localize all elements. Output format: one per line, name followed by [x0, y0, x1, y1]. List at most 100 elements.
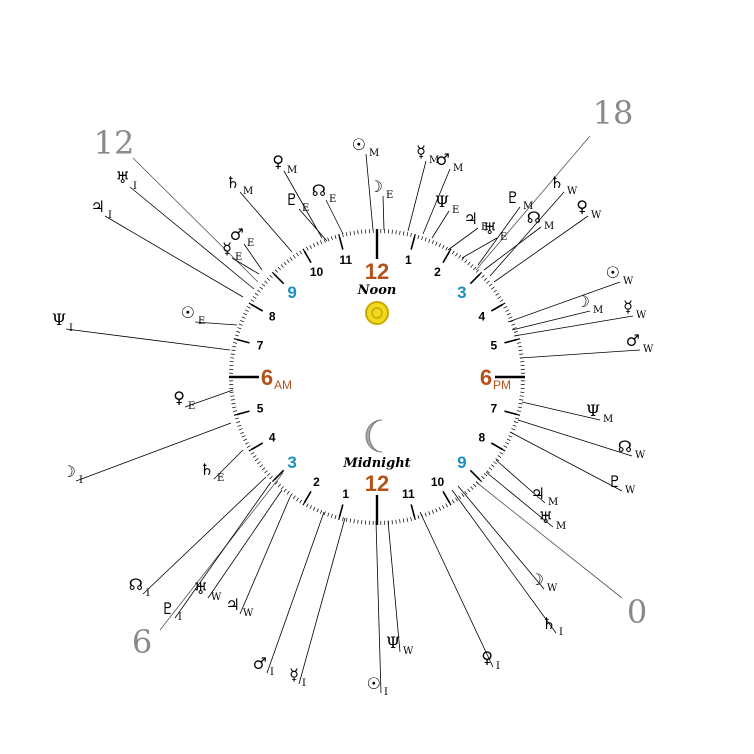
minute-tick: [486, 470, 490, 474]
corner-number: 6: [132, 623, 152, 661]
planet-symbol: ☿: [623, 297, 633, 316]
planet-label-uranus-i: ♅I: [116, 168, 137, 192]
planet-leader-line: [129, 186, 255, 290]
minute-tick: [244, 442, 249, 445]
minute-tick: [467, 261, 471, 266]
minute-tick: [445, 246, 448, 251]
planet-leader-line: [194, 321, 238, 326]
minute-tick: [233, 342, 238, 344]
planet-label-moon-e: ☽E: [369, 177, 394, 201]
planet-symbol: ♃: [226, 595, 240, 614]
hour-tick: [490, 442, 503, 451]
hour-label: 1: [405, 253, 412, 267]
planet-subscript: E: [386, 190, 393, 201]
minute-tick: [495, 458, 500, 462]
minute-tick: [237, 327, 242, 330]
minute-tick: [509, 320, 514, 323]
planet-symbol: ♀: [173, 388, 185, 407]
minute-tick: [438, 506, 442, 511]
minute-tick: [250, 299, 255, 303]
am-number: 6: [261, 365, 273, 390]
minute-tick: [481, 475, 485, 480]
planet-subscript: I: [146, 588, 150, 599]
minute-tick: [266, 473, 271, 477]
hour-tick: [410, 504, 416, 518]
planet-subscript: M: [287, 165, 297, 176]
planet-leader-line: [387, 520, 401, 653]
hour-tick: [338, 236, 344, 250]
minute-tick: [428, 511, 431, 516]
hour-label: 8: [478, 431, 485, 445]
midnight-label: Midnight: [342, 456, 410, 471]
planet-leader-line: [513, 315, 634, 337]
planet-symbol: ♅: [116, 168, 130, 187]
minute-tick: [283, 261, 287, 266]
minute-tick: [410, 233, 412, 238]
minute-tick: [316, 241, 319, 246]
minute-tick: [506, 438, 511, 442]
planet-leader-line: [382, 195, 385, 231]
planet-leader-line: [521, 401, 601, 421]
minute-tick: [516, 342, 521, 344]
planet-symbol: ♂: [230, 225, 244, 244]
planet-symbol: ☽: [576, 292, 590, 311]
planet-symbol: ♅: [194, 579, 208, 598]
planet-subscript: W: [591, 210, 602, 221]
minute-tick: [237, 424, 242, 427]
planet-leader-line: [184, 389, 234, 408]
planet-label-saturn-e: ♄E: [200, 460, 225, 484]
planet-leader-line: [489, 191, 565, 277]
minute-tick: [269, 475, 273, 480]
minute-tick: [438, 243, 442, 248]
minute-tick: [264, 470, 268, 474]
minute-tick: [464, 259, 468, 263]
planet-label-node-m: ☊M: [527, 208, 554, 232]
hour-tick: [504, 410, 518, 416]
planet-leader-line: [65, 328, 231, 351]
planet-label-moon-w: ☽W: [530, 570, 558, 594]
minute-tick: [349, 518, 352, 523]
minute-tick: [277, 266, 281, 271]
planet-leader-line: [213, 449, 244, 480]
planet-symbol: ♃: [464, 209, 478, 228]
planet-label-mercury-m: ☿M: [416, 142, 439, 166]
minute-tick: [445, 503, 448, 508]
midnight-number: 12: [365, 471, 389, 496]
minute-tick: [238, 323, 243, 326]
minute-tick: [320, 509, 323, 514]
minute-tick: [240, 431, 245, 434]
planet-symbol: ♀: [272, 152, 284, 171]
planet-label-mars-i: ♂I: [253, 654, 274, 678]
minute-tick: [234, 417, 240, 420]
hour-tick: [303, 251, 312, 264]
minute-tick: [499, 451, 504, 455]
hour-label: 3: [287, 453, 296, 472]
planet-symbol: ♀: [576, 197, 588, 216]
minute-tick: [280, 264, 284, 268]
minute-tick: [417, 234, 420, 240]
planet-subscript: E: [198, 316, 205, 327]
minute-tick: [495, 292, 500, 296]
planet-leader-line: [461, 237, 498, 259]
planet-symbol: ☉: [352, 135, 366, 154]
minute-tick: [511, 323, 516, 326]
planet-leader-line: [325, 199, 344, 235]
planet-leader-line: [447, 227, 479, 251]
planet-label-venus-m: ♀M: [272, 152, 297, 176]
minute-tick: [349, 231, 352, 236]
minute-tick: [230, 353, 235, 355]
minute-tick: [306, 246, 309, 251]
planet-subscript: E: [481, 222, 488, 233]
minute-tick: [399, 519, 401, 524]
planet-label-moon-i: ☽I: [62, 462, 83, 486]
crescent-moon-icon: [365, 419, 383, 453]
minute-tick: [259, 286, 263, 290]
minute-tick: [353, 519, 355, 524]
planet-subscript: W: [635, 450, 646, 461]
planet-label-uranus-m: ♅M: [539, 508, 567, 532]
minute-tick: [499, 299, 504, 303]
planet-symbol: ♇: [608, 472, 622, 491]
planet-subscript: M: [429, 155, 439, 166]
minute-tick: [451, 250, 455, 255]
